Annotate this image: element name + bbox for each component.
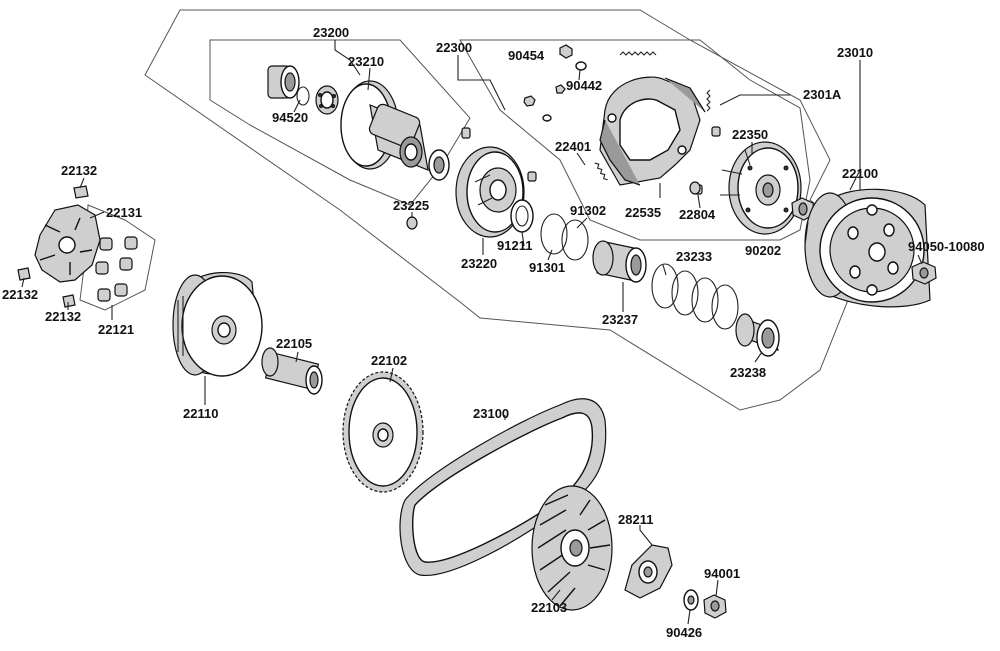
label-22300: 22300: [436, 40, 472, 55]
ramp-plate-part: [34, 204, 101, 283]
label-22535: 22535: [625, 205, 661, 220]
drive-belt-part: [399, 398, 607, 576]
clutch-outer-part: [804, 188, 931, 308]
small-pins-part: [523, 84, 566, 122]
label-91302: 91302: [570, 203, 606, 218]
label-22132-left: 22132: [2, 287, 38, 302]
nut-90202-part: [791, 197, 815, 221]
movable-driven-face-part: [455, 146, 525, 238]
label-22121: 22121: [98, 322, 134, 337]
roller-weights-part: [95, 236, 138, 302]
movable-drive-face-part: [172, 271, 263, 377]
drive-plate-part: [720, 141, 802, 235]
needle-bearing-part: [267, 65, 300, 99]
oring-91211-part: [510, 199, 534, 233]
fan-drive-face-part: [531, 485, 613, 611]
drive-face-gear-part: [342, 371, 424, 493]
label-28211: 28211: [618, 512, 653, 527]
label-23225: 23225: [393, 198, 429, 213]
guide-pin-part: [461, 127, 537, 182]
label-91301: 91301: [529, 260, 565, 275]
bushing-part: [261, 347, 323, 395]
label-90426: 90426: [666, 625, 702, 640]
shoe-spring-part: [594, 162, 608, 181]
label-23233: 23233: [676, 249, 712, 264]
label-22132-bottom: 22132: [45, 309, 81, 324]
label-22401: 22401: [555, 139, 591, 154]
outer-assembly-boundary: [144, 9, 871, 411]
label-22105: 22105: [276, 336, 312, 351]
clutch-shoe-group-boundary: [459, 39, 811, 241]
flange-nut-part: [911, 261, 937, 285]
clutch-shoe-part: [599, 76, 706, 186]
label-22110: 22110: [183, 406, 218, 421]
snap-ring-part: [296, 86, 310, 106]
nut-90454-part: [559, 44, 573, 59]
starter-ratchet-part: [624, 544, 673, 599]
driven-pulley-group-boundary: [209, 39, 471, 206]
spacer-22804-part: [689, 181, 701, 195]
slider-pieces-part: [17, 185, 89, 308]
label-23238: 23238: [730, 365, 766, 380]
label-23210: 23210: [348, 54, 384, 69]
label-22131: 22131: [106, 205, 142, 220]
label-23100: 23100: [473, 406, 509, 421]
label-94001: 94001: [704, 566, 740, 581]
oring-91301-part: [540, 213, 568, 255]
spring-seat-part: [735, 313, 780, 357]
label-2301A: 2301A: [803, 87, 842, 102]
label-91211: 91211: [497, 238, 532, 253]
label-22102: 22102: [371, 353, 407, 368]
ball-bearing-part: [315, 85, 339, 115]
label-90442: 90442: [566, 78, 602, 93]
leader-lines: [21, 40, 923, 625]
label-94050-10080: 94050-10080: [908, 239, 985, 254]
label-23200: 23200: [313, 25, 349, 40]
label-22804: 22804: [679, 207, 716, 222]
driven-pulley-part: [340, 80, 429, 171]
washer-90426-part: [683, 589, 699, 611]
guide-roller-part: [406, 216, 418, 230]
label-22132-top: 22132: [61, 163, 97, 178]
label-22350: 22350: [732, 127, 768, 142]
label-90454: 90454: [508, 48, 545, 63]
nut-94001-part: [703, 594, 727, 619]
label-94520: 94520: [272, 110, 308, 125]
shoe-top-spring-part: [619, 51, 657, 56]
spring-collar-part: [592, 240, 647, 283]
oring-91302-part: [561, 219, 589, 261]
compression-spring-part: [651, 263, 739, 330]
washer-90442-part: [575, 61, 587, 71]
label-90202: 90202: [745, 243, 781, 258]
label-23010: 23010: [837, 45, 873, 60]
label-23237: 23237: [602, 312, 638, 327]
part-number-labels: 23200 23210 94520 22300 90454 90442 2301…: [2, 25, 985, 640]
label-22103: 22103: [531, 600, 567, 615]
label-22100: 22100: [842, 166, 878, 181]
label-23220: 23220: [461, 256, 497, 271]
oil-seal-part: [428, 149, 450, 181]
